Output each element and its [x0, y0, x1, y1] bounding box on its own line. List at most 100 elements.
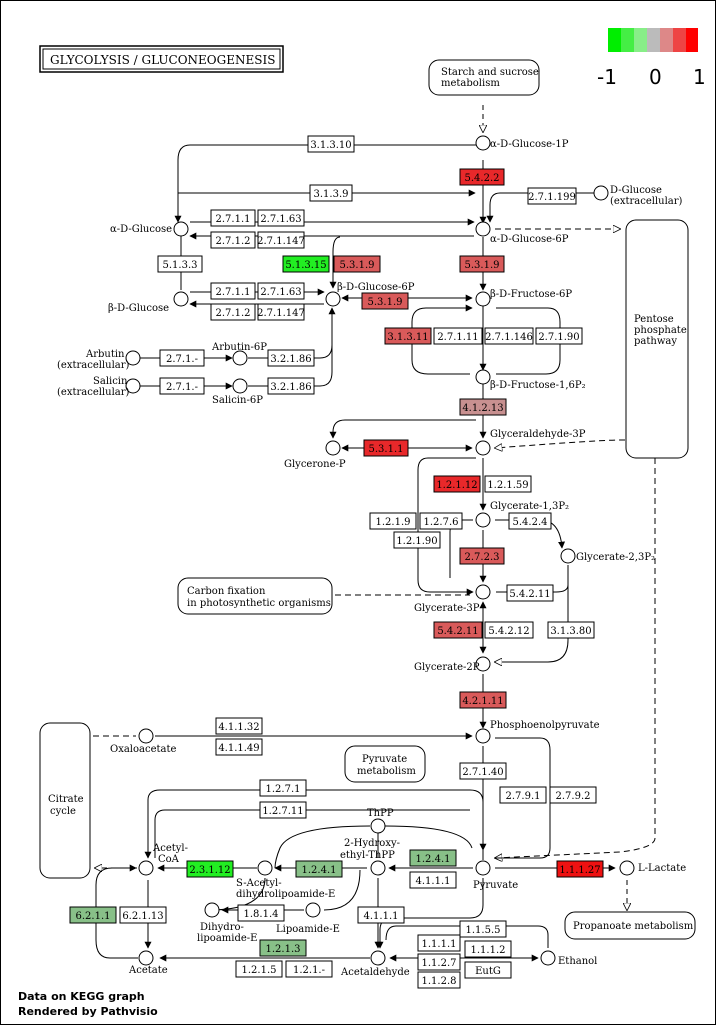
compound-node[interactable]	[138, 860, 154, 876]
enzyme-box[interactable]: 5.4.2.11	[433, 621, 483, 639]
enzyme-box[interactable]: 5.1.3.3	[157, 255, 203, 273]
compound-node[interactable]	[138, 728, 154, 744]
enzyme-box[interactable]: 1.2.1.59	[484, 475, 532, 493]
compound-node[interactable]	[475, 728, 491, 744]
compound-node[interactable]	[204, 902, 220, 918]
enzyme-box[interactable]: 2.7.1.146	[484, 327, 534, 345]
enzyme-box[interactable]: 1.8.1.4	[237, 904, 285, 922]
pathway-box-pyruvate-metabolism[interactable]	[344, 745, 426, 783]
enzyme-box[interactable]: 5.3.1.1	[363, 439, 409, 457]
compound-node[interactable]	[619, 860, 635, 876]
compound-node[interactable]	[232, 378, 248, 394]
enzyme-box[interactable]: 2.7.1.147	[257, 231, 305, 249]
enzyme-box[interactable]: 1.2.1.3	[259, 939, 307, 957]
enzyme-box[interactable]: 2.7.1.-	[159, 377, 205, 395]
enzyme-box[interactable]: 4.1.1.1	[357, 906, 405, 924]
enzyme-box[interactable]: 1.2.1.5	[235, 960, 283, 978]
enzyme-box[interactable]: 6.2.1.1	[69, 906, 117, 924]
enzyme-box[interactable]: 1.2.1.90	[393, 531, 441, 549]
enzyme-box[interactable]: 5.3.1.9	[459, 255, 505, 273]
enzyme-box[interactable]: 4.2.1.11	[459, 691, 507, 709]
pathway-box-propanoate[interactable]	[564, 911, 696, 940]
enzyme-box[interactable]: 1.1.2.7	[417, 953, 461, 971]
enzyme-box[interactable]: 5.3.1.9	[333, 255, 381, 273]
enzyme-box[interactable]: 5.1.3.15	[282, 255, 330, 273]
enzyme-box[interactable]: 2.7.1.147	[257, 303, 305, 321]
enzyme-box[interactable]: 3.1.3.11	[384, 327, 432, 345]
compound-node[interactable]	[560, 548, 576, 564]
compound-node[interactable]	[475, 221, 491, 237]
pathway-box-pentose-phosphate[interactable]	[625, 219, 689, 459]
compound-node[interactable]	[325, 440, 341, 456]
enzyme-box[interactable]: 3.1.3.9	[309, 184, 353, 202]
compound-node[interactable]	[232, 350, 248, 366]
compound-node[interactable]	[125, 378, 141, 394]
enzyme-box[interactable]: EutG	[464, 961, 512, 979]
enzyme-box[interactable]: 1.1.2.8	[417, 971, 461, 989]
enzyme-box[interactable]: 1.1.1.1	[417, 934, 461, 952]
enzyme-box[interactable]: 1.2.4.1	[295, 860, 343, 878]
enzyme-box[interactable]: 5.4.2.4	[508, 512, 552, 530]
enzyme-box[interactable]: 4.1.1.49	[215, 738, 263, 756]
pathway-box-carbon-fixation[interactable]	[177, 577, 333, 615]
enzyme-box[interactable]: 2.7.1.199	[527, 187, 577, 205]
compound-node[interactable]	[475, 656, 491, 672]
pathway-box-starch-sucrose[interactable]	[428, 59, 540, 96]
enzyme-box[interactable]: 2.7.1.2	[210, 303, 256, 321]
enzyme-box[interactable]: 1.1.1.27	[556, 860, 604, 878]
enzyme-box[interactable]: 3.1.3.10	[307, 135, 355, 153]
compound-node[interactable]	[475, 135, 491, 151]
enzyme-box[interactable]: 5.4.2.11	[506, 584, 554, 602]
enzyme-box[interactable]: 2.7.1.40	[459, 762, 507, 780]
enzyme-box[interactable]: 2.7.1.2	[210, 231, 256, 249]
compound-node[interactable]	[325, 291, 341, 307]
enzyme-box[interactable]: 2.7.1.-	[159, 349, 205, 367]
enzyme-box[interactable]: 1.2.1.9	[369, 512, 417, 530]
compound-node[interactable]	[370, 860, 386, 876]
enzyme-box[interactable]: 1.2.7.11	[259, 801, 307, 819]
enzyme-box[interactable]: 2.7.1.11	[433, 327, 483, 345]
enzyme-box[interactable]: 3.2.1.86	[267, 377, 315, 395]
enzyme-box[interactable]: 2.3.1.12	[186, 860, 234, 878]
compound-node[interactable]	[138, 950, 154, 966]
enzyme-box[interactable]: 3.2.1.86	[267, 349, 315, 367]
compound-node[interactable]	[370, 818, 386, 834]
pathway-box-citrate-cycle[interactable]	[39, 722, 91, 879]
enzyme-box[interactable]: 1.2.7.1	[259, 779, 307, 797]
enzyme-box[interactable]: 2.7.1.63	[257, 282, 305, 300]
enzyme-box[interactable]: 5.4.2.2	[459, 168, 505, 186]
enzyme-box[interactable]: 1.2.1.-	[285, 960, 333, 978]
enzyme-box[interactable]: 4.1.1.1	[409, 871, 457, 889]
compound-node[interactable]	[475, 512, 491, 528]
enzyme-box[interactable]: 3.1.3.80	[547, 621, 595, 639]
enzyme-box[interactable]: 4.1.2.13	[459, 398, 507, 416]
enzyme-box[interactable]: 5.3.1.9	[361, 292, 409, 310]
compound-node[interactable]	[540, 950, 556, 966]
enzyme-box[interactable]: 1.2.4.1	[409, 849, 457, 867]
enzyme-box[interactable]: 2.7.9.2	[549, 786, 597, 804]
compound-node[interactable]	[305, 902, 321, 918]
enzyme-box[interactable]: 5.4.2.12	[484, 621, 534, 639]
compound-node[interactable]	[370, 950, 386, 966]
compound-node[interactable]	[475, 369, 491, 385]
enzyme-box[interactable]: 2.7.2.3	[459, 547, 505, 565]
enzyme-box[interactable]: 1.1.1.2	[464, 940, 512, 958]
compound-node[interactable]	[593, 185, 609, 201]
enzyme-box[interactable]: 1.2.1.12	[433, 475, 481, 493]
compound-node[interactable]	[475, 291, 491, 307]
compound-node[interactable]	[257, 860, 273, 876]
enzyme-box[interactable]: 2.7.1.90	[535, 327, 583, 345]
enzyme-box[interactable]: 6.2.1.13	[119, 906, 167, 924]
enzyme-box[interactable]: 2.7.9.1	[499, 786, 547, 804]
compound-node[interactable]	[173, 291, 189, 307]
enzyme-box[interactable]: 2.7.1.1	[210, 209, 256, 227]
compound-node[interactable]	[125, 350, 141, 366]
enzyme-box[interactable]: 4.1.1.32	[215, 717, 263, 735]
compound-node[interactable]	[475, 440, 491, 456]
enzyme-box[interactable]: 2.7.1.63	[257, 209, 305, 227]
compound-node[interactable]	[475, 584, 491, 600]
enzyme-box[interactable]: 2.7.1.1	[210, 282, 256, 300]
compound-node[interactable]	[173, 221, 189, 237]
enzyme-box[interactable]: 1.1.5.5	[459, 920, 507, 938]
compound-node[interactable]	[475, 860, 491, 876]
